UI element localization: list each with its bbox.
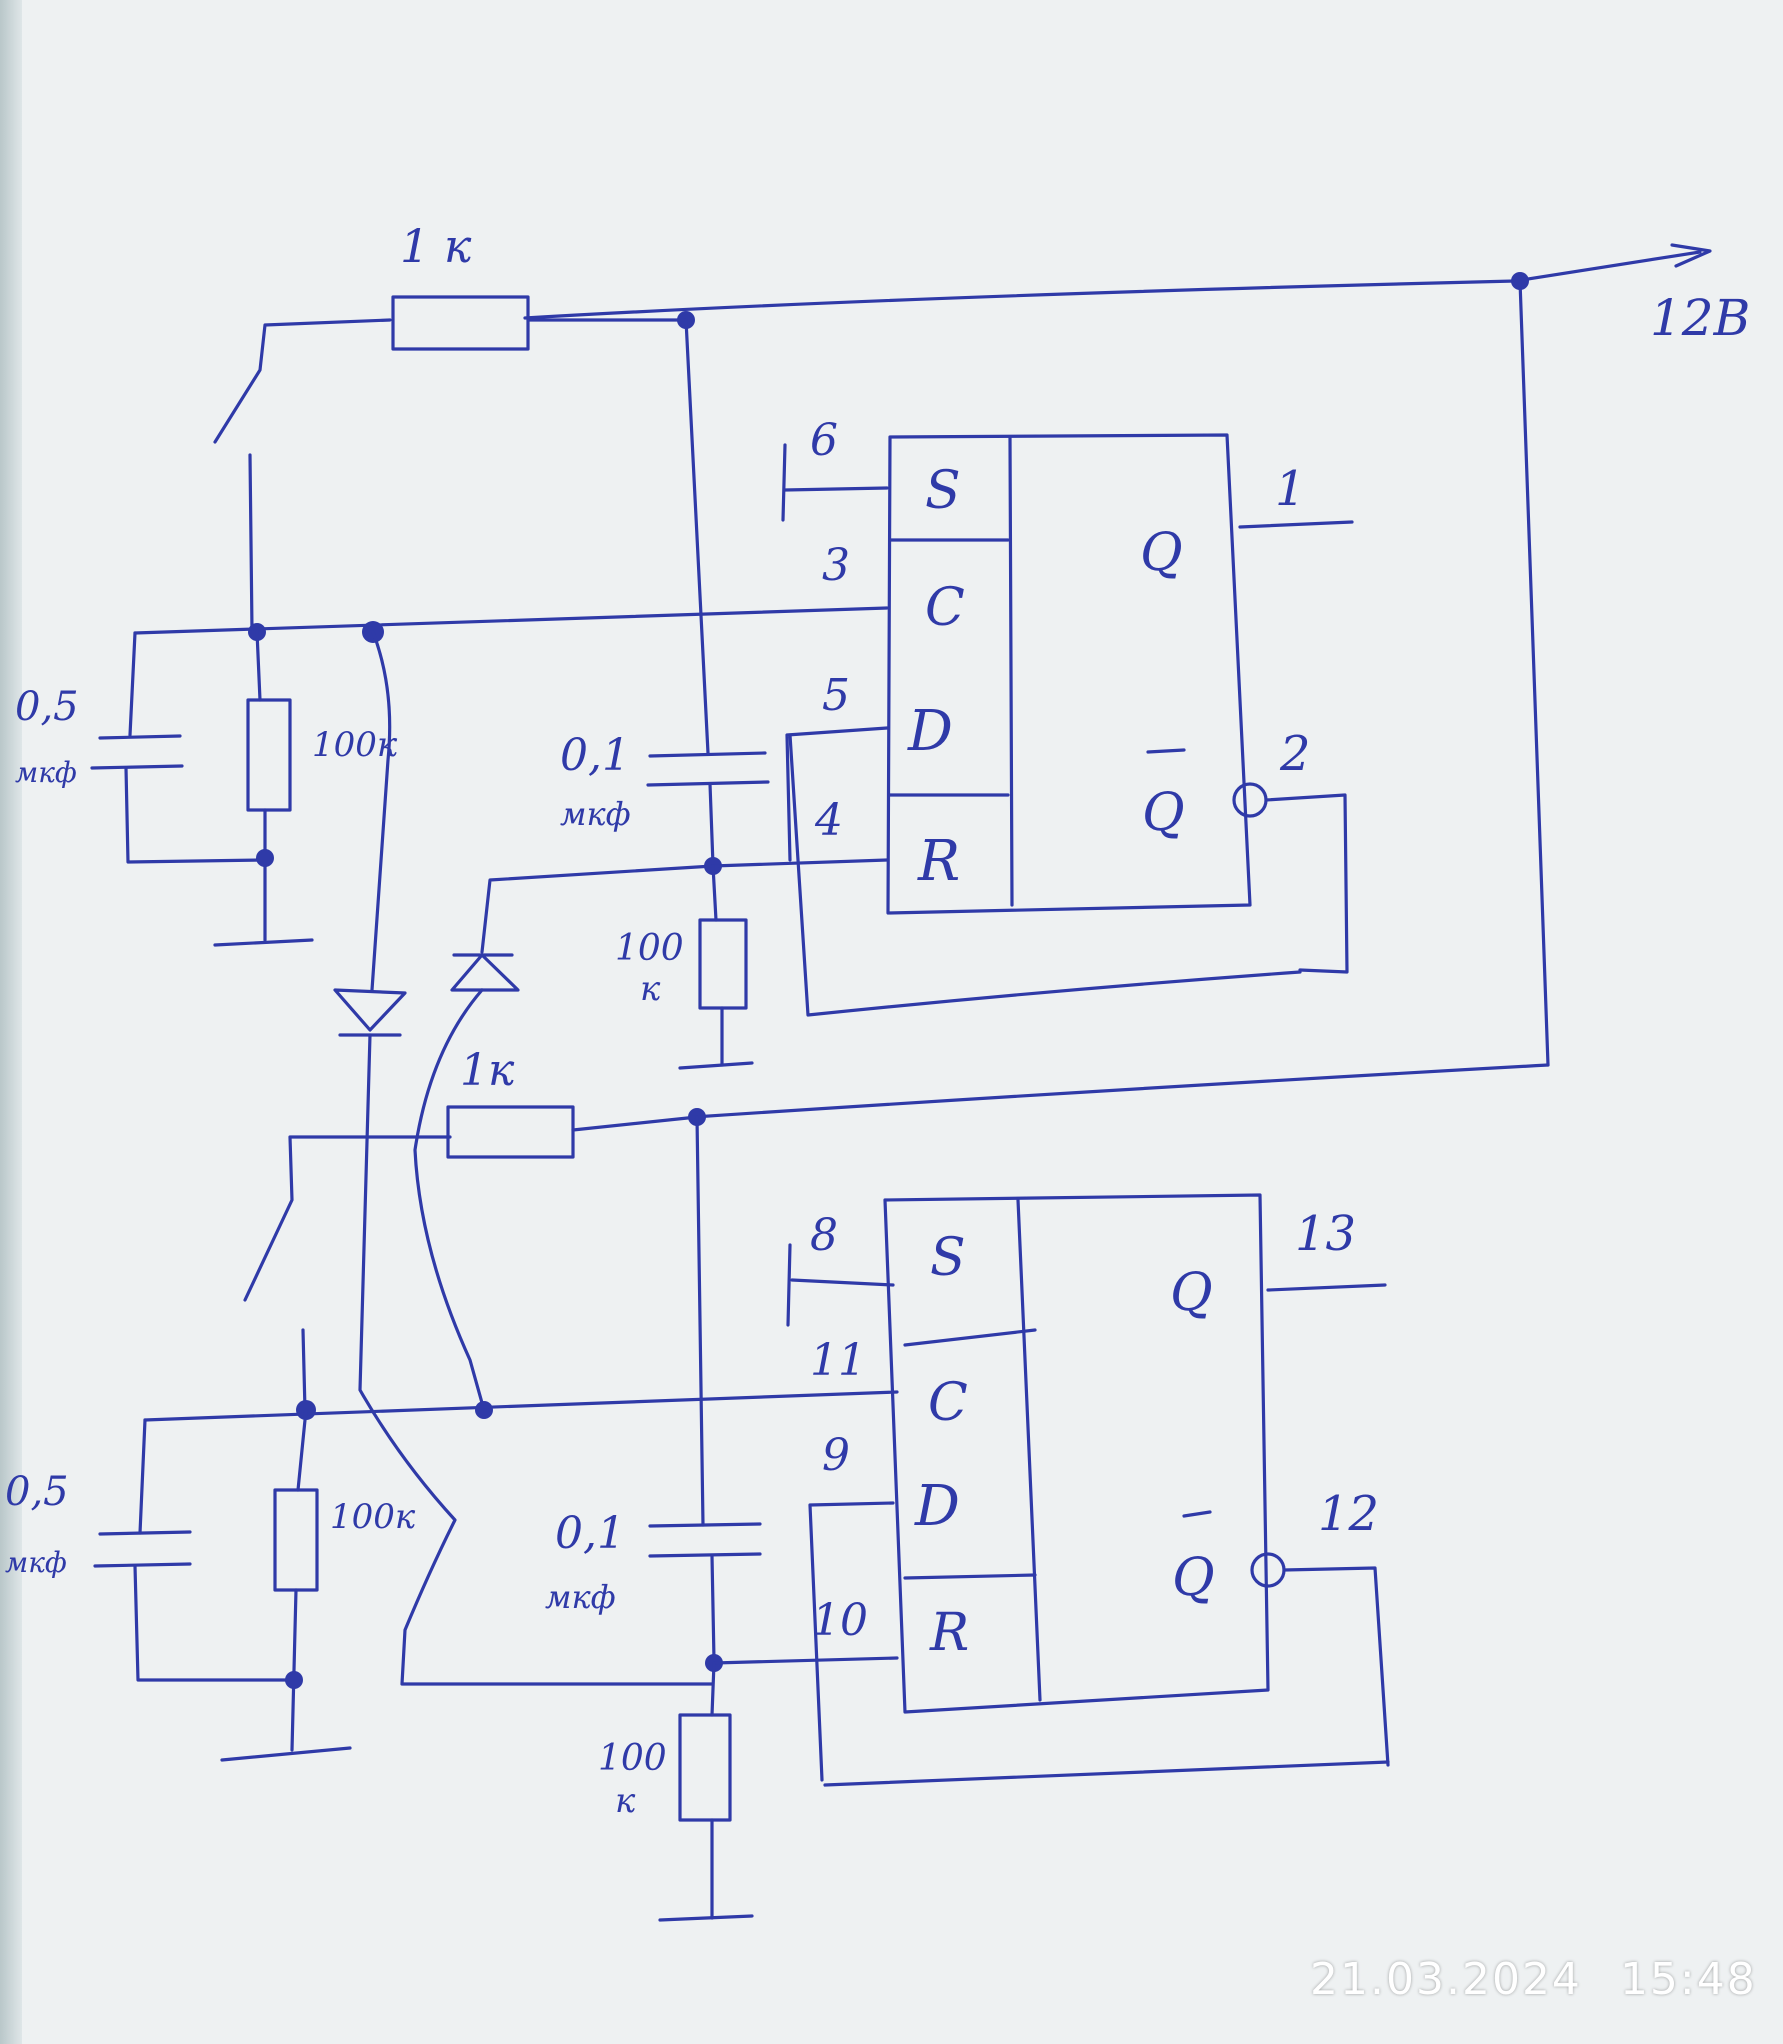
- ff-bottom-r: R: [929, 1603, 969, 1663]
- ff-bottom-q: Q: [1170, 1263, 1213, 1323]
- cap-0-1-bottom-value: 0,1: [555, 1508, 625, 1559]
- ff-top-r: R: [917, 829, 960, 894]
- ff-bottom-qbar: Q: [1172, 1548, 1215, 1608]
- res-100k-bottom-value: 100: [598, 1738, 667, 1779]
- ff-top-c: C: [925, 578, 965, 638]
- res-100k-left-bottom-label: 100к: [330, 1497, 416, 1537]
- ff-top-qbar-overline: [1146, 748, 1186, 754]
- supply-voltage-label: 12В: [1650, 289, 1750, 347]
- cap-0-1-bottom: [648, 1115, 762, 1662]
- ff-top-pin-r: 4: [814, 795, 843, 846]
- photo-time: 15:48: [1619, 1954, 1757, 2005]
- photo-date: 21.03.2024: [1310, 1954, 1582, 2005]
- ff-top-qbar: Q: [1142, 783, 1185, 843]
- cross-wire-top-to-bottom: [333, 630, 714, 1686]
- res-100k-top-value: 100: [615, 928, 684, 969]
- cap-0-1-top: [646, 318, 770, 867]
- resistor-1k-top: [391, 295, 688, 351]
- res-100k-left-top-label: 100к: [312, 725, 398, 765]
- cap-0-5-bottom-unit: мкф: [5, 1546, 67, 1579]
- switch-top: [213, 318, 392, 632]
- ff-top-pin-q: 1: [1275, 461, 1306, 517]
- ff-bottom-pin-r: 10: [812, 1595, 868, 1646]
- ff-bottom-qbar-overline: [1182, 1510, 1212, 1518]
- ff-top-pin-s: 6: [810, 415, 838, 466]
- ff-top-pin-d: 5: [822, 670, 850, 721]
- ff-bottom-pin-c: 11: [810, 1335, 866, 1386]
- ff-top-q: Q: [1140, 523, 1183, 583]
- cap-0-5-bottom-value: 0,5: [5, 1469, 69, 1515]
- resistor-1k-bottom: [446, 1105, 699, 1159]
- ff-bottom-d: D: [914, 1474, 960, 1539]
- ff-top-pin-qbar: 2: [1279, 726, 1311, 782]
- ff-bottom-pin-q: 13: [1295, 1206, 1356, 1262]
- switch-bottom: [243, 1135, 452, 1412]
- flipflop-bottom: [786, 1193, 1390, 1787]
- supply-rail-top: [523, 243, 1712, 329]
- reset-network-top: [480, 857, 889, 1070]
- supply-wire-right: [688, 279, 1550, 1126]
- res-100k-top-unit: к: [640, 969, 661, 1009]
- ff-top-pin-c: 3: [822, 540, 850, 591]
- ff-bottom-pin-d: 9: [822, 1430, 850, 1481]
- diode-reset-top: [413, 953, 520, 1419]
- paper-edge: [0, 0, 22, 2044]
- ff-bottom-c: C: [928, 1373, 968, 1433]
- cap-0-1-bottom-unit: мкф: [545, 1578, 616, 1616]
- cap-0-1-top-unit: мкф: [560, 795, 631, 833]
- ff-top-d: D: [907, 699, 953, 764]
- ff-bottom-pin-qbar: 12: [1318, 1486, 1379, 1542]
- cap-0-5-top-unit: мкф: [15, 756, 77, 789]
- ff-bottom-pin-s: 8: [810, 1210, 838, 1261]
- photo-timestamp: 21.03.2024 15:48: [1310, 1954, 1757, 2005]
- ff-top-s: S: [925, 461, 961, 521]
- resistor-1k-bottom-label: 1к: [460, 1045, 515, 1096]
- cap-0-5-top-value: 0,5: [15, 684, 79, 730]
- res-100k-bottom-unit: к: [615, 1781, 636, 1821]
- reset-network-bottom: [658, 1654, 899, 1922]
- cap-0-1-top-value: 0,1: [560, 730, 630, 781]
- ff-bottom-s: S: [930, 1228, 966, 1288]
- rc-network-bottom-left: [93, 1390, 899, 1762]
- resistor-1k-top-label: 1 к: [400, 219, 472, 273]
- flipflop-top: [781, 433, 1354, 1017]
